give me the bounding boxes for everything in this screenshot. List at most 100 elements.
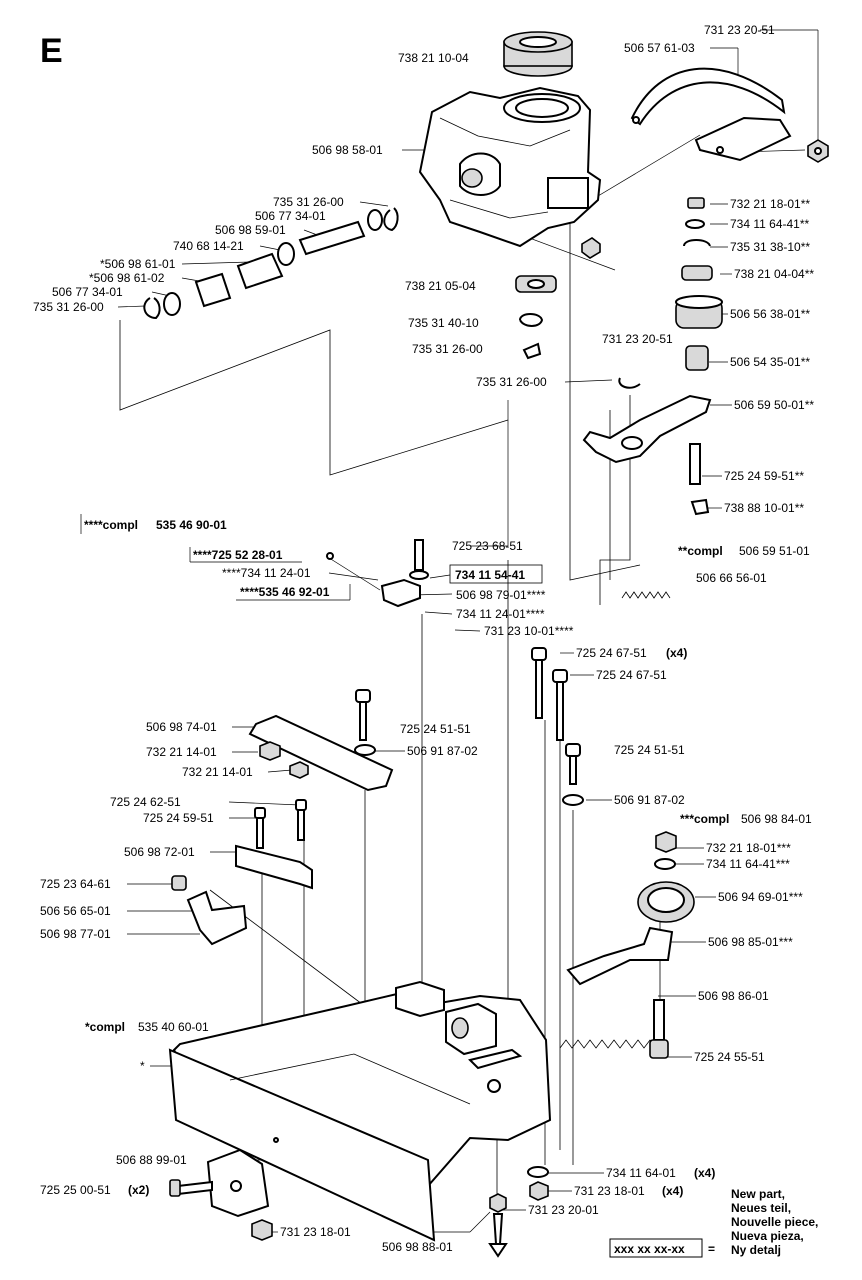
part-label: 725 24 62-51 (110, 795, 181, 809)
part-label: 725 24 51-51 (400, 722, 471, 736)
part-label: *506 98 61-02 (89, 271, 165, 285)
legend-box-text: xxx xx xx-xx (614, 1242, 685, 1256)
part-labels: 738 21 10-04 731 23 20-51 506 57 61-03 5… (33, 23, 814, 1254)
part-label: (x4) (694, 1166, 715, 1180)
long-bolts (531, 647, 584, 806)
kit-label-number: 506 98 84-01 (741, 812, 812, 826)
part-label: 734 11 64-01 (606, 1166, 676, 1180)
kit-label-prefix: *compl (85, 1020, 125, 1034)
part-label: 735 31 26-00 (412, 342, 483, 356)
part-label: 732 21 14-01 (146, 745, 217, 759)
kit-label-prefix: ****compl (84, 518, 138, 532)
part-label: 725 23 64-61 (40, 877, 111, 891)
part-label: 732 21 18-01** (730, 197, 810, 211)
part-label: 506 98 59-01 (215, 223, 286, 237)
kit-label: ****535 46 92-01 (240, 585, 330, 599)
part-label: 506 98 86-01 (698, 989, 769, 1003)
part-label: 506 59 50-01** (734, 398, 814, 412)
part-label: 734 11 64-41*** (706, 857, 790, 871)
part-label: (x4) (662, 1184, 683, 1198)
main-frame (168, 980, 552, 1242)
legend-line: New part, (731, 1187, 785, 1201)
part-label: 731 23 18-01 (574, 1184, 645, 1198)
part-label: 725 24 55-51 (694, 1050, 765, 1064)
part-label: 735 31 26-00 (33, 300, 104, 314)
kit-label: ****725 52 28-01 (193, 548, 283, 562)
part-label: 506 54 35-01** (730, 355, 810, 369)
legend-equals: = (708, 1242, 715, 1256)
small-bracket-middle (326, 539, 429, 608)
part-label: 735 31 38-10** (730, 240, 810, 254)
part-label: (x2) (128, 1183, 149, 1197)
boxed-label-frame (449, 564, 543, 584)
part-label: 725 23 68-51 (452, 539, 523, 553)
part-label-boxed: 734 11 54-41 (455, 568, 525, 582)
part-label: 738 21 04-04** (734, 267, 814, 281)
nut-top-right (807, 139, 829, 163)
pulley-assembly (566, 831, 695, 1059)
part-label: 725 24 59-51 (143, 811, 214, 825)
part-label: 735 31 26-00 (476, 375, 547, 389)
section-letter: E (40, 32, 63, 70)
steering-arm (582, 377, 712, 516)
part-label: 731 23 20-51 (602, 332, 673, 346)
part-label: 506 56 65-01 (40, 904, 111, 918)
part-label: 725 24 67-51 (576, 646, 647, 660)
part-label: ****734 11 24-01 (222, 566, 311, 580)
part-label: 506 77 34-01 (255, 209, 326, 223)
part-label: 738 21 10-04 (398, 51, 469, 65)
part-label: 738 88 10-01** (724, 501, 804, 515)
part-label: 731 23 18-01 (280, 1225, 351, 1239)
part-label: 506 91 87-02 (407, 744, 478, 758)
kit-label-prefix: **compl (678, 544, 723, 558)
right-stack (675, 197, 723, 371)
tie-plate (248, 689, 394, 792)
part-label: 506 91 87-02 (614, 793, 685, 807)
legend-line: Ny detalj (731, 1243, 781, 1257)
kit-label-number: 535 40 60-01 (138, 1020, 209, 1034)
kit-label-prefix: ***compl (680, 812, 729, 826)
part-label: 731 23 10-01**** (484, 624, 574, 638)
part-label: 725 24 67-51 (596, 668, 667, 682)
part-label: 506 56 38-01** (730, 307, 810, 321)
part-label: 734 11 24-01**** (456, 607, 545, 621)
part-label: 731 23 20-51 (704, 23, 775, 37)
part-label: 506 98 77-01 (40, 927, 111, 941)
axle-shaft-parts (143, 207, 399, 320)
part-label: 506 98 79-01**** (456, 588, 546, 602)
part-label: 506 98 72-01 (124, 845, 195, 859)
bracket-strap (630, 67, 792, 162)
part-label: 506 98 88-01 (382, 1240, 453, 1254)
part-label: 738 21 05-04 (405, 279, 476, 293)
legend-line: Nouvelle piece, (731, 1215, 818, 1229)
lower-bearings (515, 237, 601, 360)
part-label: 506 98 58-01 (312, 143, 383, 157)
part-label: 725 24 59-51** (724, 469, 804, 483)
springs (559, 591, 671, 1049)
part-label: 506 98 74-01 (146, 720, 217, 734)
part-label: 735 31 26-00 (273, 195, 344, 209)
part-label: 732 21 14-01 (182, 765, 253, 779)
part-label: 506 94 69-01*** (718, 890, 803, 904)
spacer-block (235, 799, 313, 890)
legend-line: Neues teil, (731, 1201, 791, 1215)
part-label: 740 68 14-21 (173, 239, 244, 253)
legend-line: Nueva pieza, (731, 1229, 804, 1243)
part-label: 506 57 61-03 (624, 41, 695, 55)
legend: xxx xx xx-xx = New part, Neues teil, Nou… (609, 1187, 818, 1258)
top-bearing (503, 31, 573, 77)
legend-box (609, 1238, 703, 1258)
kit-label-number: 506 59 51-01 (739, 544, 810, 558)
part-label: 506 88 99-01 (116, 1153, 187, 1167)
front-bracket (169, 1148, 273, 1241)
part-label: 734 11 64-41** (730, 217, 810, 231)
part-label: *506 98 61-01 (100, 257, 176, 271)
part-label: 506 98 85-01*** (708, 935, 793, 949)
part-label: 506 77 34-01 (52, 285, 123, 299)
part-label: (x4) (666, 646, 687, 660)
steering-housing (418, 86, 602, 248)
kit-label-number: 535 46 90-01 (156, 518, 227, 532)
part-label: 725 25 00-51 (40, 1183, 111, 1197)
